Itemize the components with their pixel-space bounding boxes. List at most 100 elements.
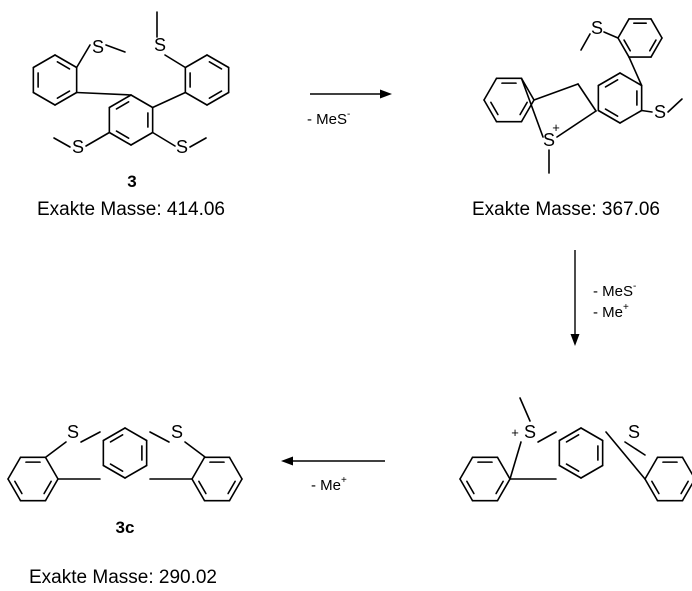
atom-s-sulfonium: S bbox=[543, 130, 555, 150]
bond bbox=[667, 98, 683, 113]
bond bbox=[519, 101, 528, 116]
structure-compound-3c: S S 3c Exakte Masse: 290.02 bbox=[7, 422, 243, 588]
bond bbox=[102, 464, 126, 479]
bond bbox=[490, 101, 499, 116]
bond bbox=[108, 94, 132, 109]
bond bbox=[189, 137, 207, 148]
bond bbox=[459, 456, 474, 480]
bond bbox=[206, 91, 230, 106]
bond bbox=[184, 91, 208, 106]
compound-label-3: 3 bbox=[127, 172, 136, 191]
bond bbox=[7, 478, 22, 502]
bond bbox=[53, 137, 71, 148]
bond bbox=[681, 482, 692, 502]
bond bbox=[495, 480, 504, 495]
bond bbox=[604, 108, 619, 117]
bond bbox=[227, 480, 236, 495]
reaction-arrow-1: - MeS- bbox=[307, 89, 392, 128]
bond bbox=[628, 56, 643, 87]
bond bbox=[44, 456, 59, 480]
structure-intermediate-2: S + S bbox=[459, 397, 692, 502]
bond bbox=[533, 83, 579, 101]
bond bbox=[108, 131, 132, 146]
atom-s-right: S bbox=[171, 422, 183, 442]
bond bbox=[208, 90, 223, 99]
bond bbox=[75, 91, 132, 96]
reagent-step-2-b: - Me+ bbox=[593, 302, 629, 321]
bond bbox=[459, 478, 474, 502]
atom-s-top-right: S bbox=[154, 35, 166, 55]
atom-s-right: S bbox=[628, 422, 640, 442]
bond bbox=[56, 90, 71, 99]
reaction-arrow-3: - Me+ bbox=[281, 456, 385, 494]
atom-s-bottom-right: S bbox=[176, 137, 188, 157]
bond bbox=[466, 480, 475, 495]
bond bbox=[604, 79, 619, 88]
bond bbox=[184, 441, 206, 458]
bond bbox=[623, 39, 632, 52]
bond bbox=[7, 456, 22, 480]
atom-s-top: S bbox=[591, 18, 603, 38]
bond bbox=[644, 478, 659, 502]
bond bbox=[648, 39, 657, 52]
bond bbox=[44, 478, 59, 502]
bond bbox=[105, 44, 126, 53]
bond bbox=[115, 130, 130, 139]
bond bbox=[565, 463, 580, 472]
bond bbox=[228, 478, 243, 502]
structure-intermediate-1: S S S + Exakte Masse: 367.06 bbox=[472, 18, 683, 220]
bond bbox=[124, 464, 148, 479]
bond bbox=[556, 110, 597, 138]
bond bbox=[85, 131, 111, 147]
bond bbox=[617, 37, 630, 58]
bond bbox=[109, 463, 124, 472]
bond bbox=[597, 109, 621, 124]
bond bbox=[102, 427, 126, 442]
bond bbox=[603, 31, 619, 39]
bond bbox=[483, 99, 498, 123]
bond bbox=[580, 464, 604, 479]
bond bbox=[191, 478, 206, 502]
bond bbox=[208, 61, 223, 70]
structure-compound-3: S S S S 3 Exakte Masse: 414.06 bbox=[32, 11, 230, 220]
bond bbox=[650, 18, 663, 39]
bond bbox=[580, 427, 604, 442]
atom-s-sulfonium: S bbox=[524, 422, 536, 442]
bond bbox=[75, 44, 91, 69]
bond bbox=[14, 480, 23, 495]
bond bbox=[519, 397, 531, 422]
reaction-arrow-2: - MeS- - Me+ bbox=[570, 250, 636, 346]
bond bbox=[198, 480, 207, 495]
bond bbox=[32, 54, 56, 69]
bond bbox=[115, 101, 130, 110]
bond bbox=[520, 77, 544, 138]
charge-plus: + bbox=[511, 425, 519, 440]
bond bbox=[130, 131, 154, 146]
arrow-head bbox=[570, 334, 580, 346]
atom-s-top-left: S bbox=[92, 37, 104, 57]
reagent-step-2-a: - MeS- bbox=[593, 281, 636, 300]
bond bbox=[577, 83, 597, 112]
bond bbox=[109, 434, 124, 443]
bond bbox=[149, 431, 170, 443]
arrow-head bbox=[380, 89, 392, 99]
reagent-step-3: - Me+ bbox=[311, 475, 347, 494]
bond bbox=[54, 54, 78, 69]
bond bbox=[151, 131, 176, 147]
bond bbox=[619, 109, 643, 124]
bond bbox=[558, 464, 582, 479]
compound-label-3c: 3c bbox=[116, 518, 135, 537]
bond bbox=[164, 54, 187, 69]
bond bbox=[580, 33, 591, 51]
bond bbox=[44, 441, 67, 459]
bond bbox=[483, 77, 498, 101]
arrow-head bbox=[281, 456, 293, 466]
bond bbox=[80, 431, 101, 443]
bond bbox=[32, 91, 56, 106]
charge-plus: + bbox=[552, 120, 560, 135]
bond bbox=[644, 456, 659, 480]
bond bbox=[651, 480, 660, 495]
atom-s-right: S bbox=[654, 102, 666, 122]
bond bbox=[520, 99, 535, 123]
atom-s-left: S bbox=[67, 422, 79, 442]
